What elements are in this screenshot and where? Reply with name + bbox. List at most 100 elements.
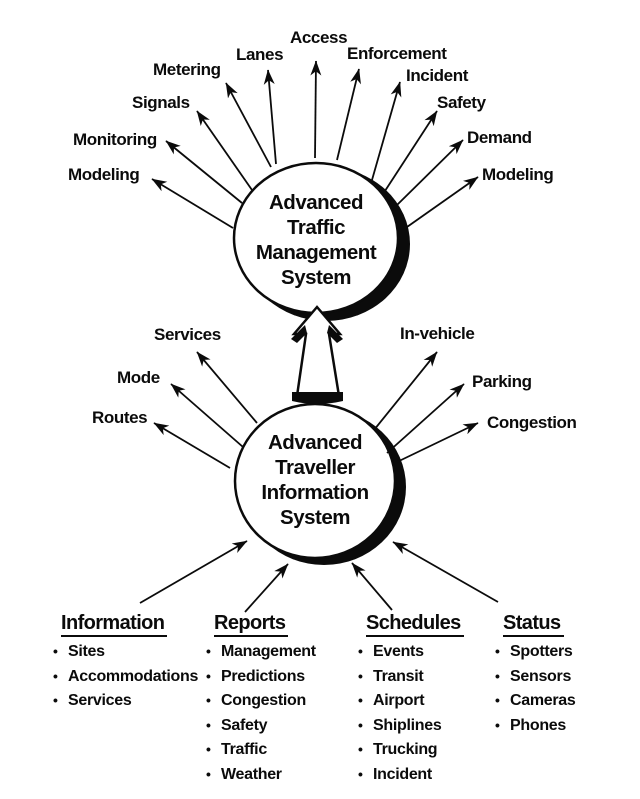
list-item-label: Sites xyxy=(68,643,105,660)
list-item-label: Sensors xyxy=(510,667,572,685)
atms-spoke-label-access: Access xyxy=(290,28,348,47)
arrow-atms-metering xyxy=(225,82,272,168)
bullet-icon: • xyxy=(53,692,58,709)
atms-title-line: Traffic xyxy=(286,215,346,239)
arrow-atms-enforcement xyxy=(336,68,361,161)
connector-arrow-base-band xyxy=(292,392,343,404)
list-item: • Spotters xyxy=(495,644,576,660)
source-column-schedules: Schedules • Events • Transit • Airport •… xyxy=(358,612,464,792)
arrow-atms-lanes xyxy=(263,69,277,165)
list-item-label: Cameras xyxy=(510,692,576,710)
atms-spoke-label-signals: Signals xyxy=(132,93,190,112)
atms-spoke-label-enforcement: Enforcement xyxy=(347,44,447,63)
arrow-atms-modeling-left xyxy=(151,178,234,229)
bullet-icon: • xyxy=(206,741,211,758)
atms-spoke-label-modeling-left: Modeling xyxy=(68,165,140,184)
atms-spoke-label-safety: Safety xyxy=(437,93,486,112)
bullet-icon: • xyxy=(206,716,211,733)
arrow-atis-parking xyxy=(386,383,465,454)
list-item: • Sites xyxy=(53,644,198,660)
arrow-source-information xyxy=(139,540,248,604)
list-item: • Incident xyxy=(358,765,464,783)
arrow-atis-in-vehicle xyxy=(373,351,438,431)
list-item-label: Spotters xyxy=(510,643,573,660)
bullet-icon: • xyxy=(206,667,211,684)
bullet-icon: • xyxy=(53,667,58,684)
bullet-icon: • xyxy=(495,643,500,659)
atis-circle xyxy=(233,402,397,560)
atis-title-line: Advanced xyxy=(268,431,362,454)
atis-spoke-label-services: Services xyxy=(154,325,221,344)
arrow-source-status xyxy=(392,541,499,603)
atms-spoke-label-monitoring: Monitoring xyxy=(73,130,157,149)
source-column-reports: Reports • Management • Predictions • Con… xyxy=(206,612,316,792)
list-item-label: Congestion xyxy=(221,692,306,710)
list-item: • Events xyxy=(358,644,464,660)
list-item: • Congestion xyxy=(206,693,316,709)
bullet-icon: • xyxy=(206,765,211,782)
arrow-atms-monitoring xyxy=(165,140,243,204)
list-item-label: Traffic xyxy=(221,741,267,759)
atms-title-line: System xyxy=(281,265,351,289)
atms-title: Advanced Traffic Management System xyxy=(235,191,397,291)
source-arrows xyxy=(139,540,499,613)
list-item-label: Weather xyxy=(221,765,282,783)
connector-arrow-left-tab xyxy=(291,325,307,343)
list-item: • Airport xyxy=(358,693,464,709)
list-item: • Predictions xyxy=(206,667,316,685)
list-item: • Services xyxy=(53,693,198,709)
bullet-icon: • xyxy=(53,643,58,659)
bullet-icon: • xyxy=(358,741,363,758)
atis-spoke-label-routes: Routes xyxy=(92,408,148,427)
source-header-schedules: Schedules xyxy=(366,612,464,637)
bullet-icon: • xyxy=(358,765,363,782)
atis-spoke-label-congestion: Congestion xyxy=(487,413,577,432)
list-item-label: Safety xyxy=(221,716,268,734)
atis-arrows xyxy=(153,351,479,469)
atis-title-line: Information xyxy=(261,480,369,504)
list-item: • Management xyxy=(206,644,316,660)
atis-spoke-label-in-vehicle: In-vehicle xyxy=(400,324,475,343)
list-item: • Safety xyxy=(206,716,316,734)
atis-title-line: Traveller xyxy=(275,455,355,479)
atms-spoke-label-incident: Incident xyxy=(406,66,468,85)
arrow-atms-modeling-right xyxy=(406,176,479,228)
arrow-atis-routes xyxy=(153,422,231,469)
list-item-label: Airport xyxy=(373,692,425,710)
connector-arrow-right-tab xyxy=(327,325,343,343)
bullet-icon: • xyxy=(358,667,363,684)
list-item-label: Phones xyxy=(510,716,566,734)
arrow-atms-incident xyxy=(371,81,402,181)
source-header-information: Information xyxy=(61,612,168,637)
list-item-label: Services xyxy=(68,692,132,710)
atms-title-line: Management xyxy=(255,240,377,264)
list-item-label: Accommodations xyxy=(68,667,199,685)
arrow-atms-signals xyxy=(196,110,253,191)
atis-spoke-label-parking: Parking xyxy=(472,372,532,391)
list-item-label: Events xyxy=(373,643,424,660)
arrow-atis-congestion xyxy=(396,422,479,463)
atms-arrows xyxy=(151,60,479,229)
bullet-icon: • xyxy=(495,716,500,733)
arrow-atis-mode xyxy=(170,383,244,448)
list-item-label: Management xyxy=(221,643,316,660)
list-item: • Traffic xyxy=(206,742,316,758)
list-item-label: Trucking xyxy=(373,741,438,759)
source-column-status: Status • Spotters • Sensors • Cameras • … xyxy=(495,612,576,742)
atis-title: Advanced Traveller Information System xyxy=(234,431,396,531)
bullet-icon: • xyxy=(495,692,500,709)
atis-title-line: System xyxy=(280,505,350,529)
bullet-icon: • xyxy=(206,643,211,659)
source-column-information: Information • Sites • Accommodations • S… xyxy=(53,612,198,718)
list-item-label: Shiplines xyxy=(373,716,442,734)
atms-spoke-label-lanes: Lanes xyxy=(236,45,284,64)
atms-spoke-label-demand: Demand xyxy=(467,128,532,147)
bullet-icon: • xyxy=(358,716,363,733)
list-item: • Weather xyxy=(206,765,316,783)
list-item: • Sensors xyxy=(495,667,576,685)
list-item-label: Incident xyxy=(373,765,432,783)
arrow-atms-access xyxy=(310,60,322,159)
bullet-icon: • xyxy=(206,692,211,709)
